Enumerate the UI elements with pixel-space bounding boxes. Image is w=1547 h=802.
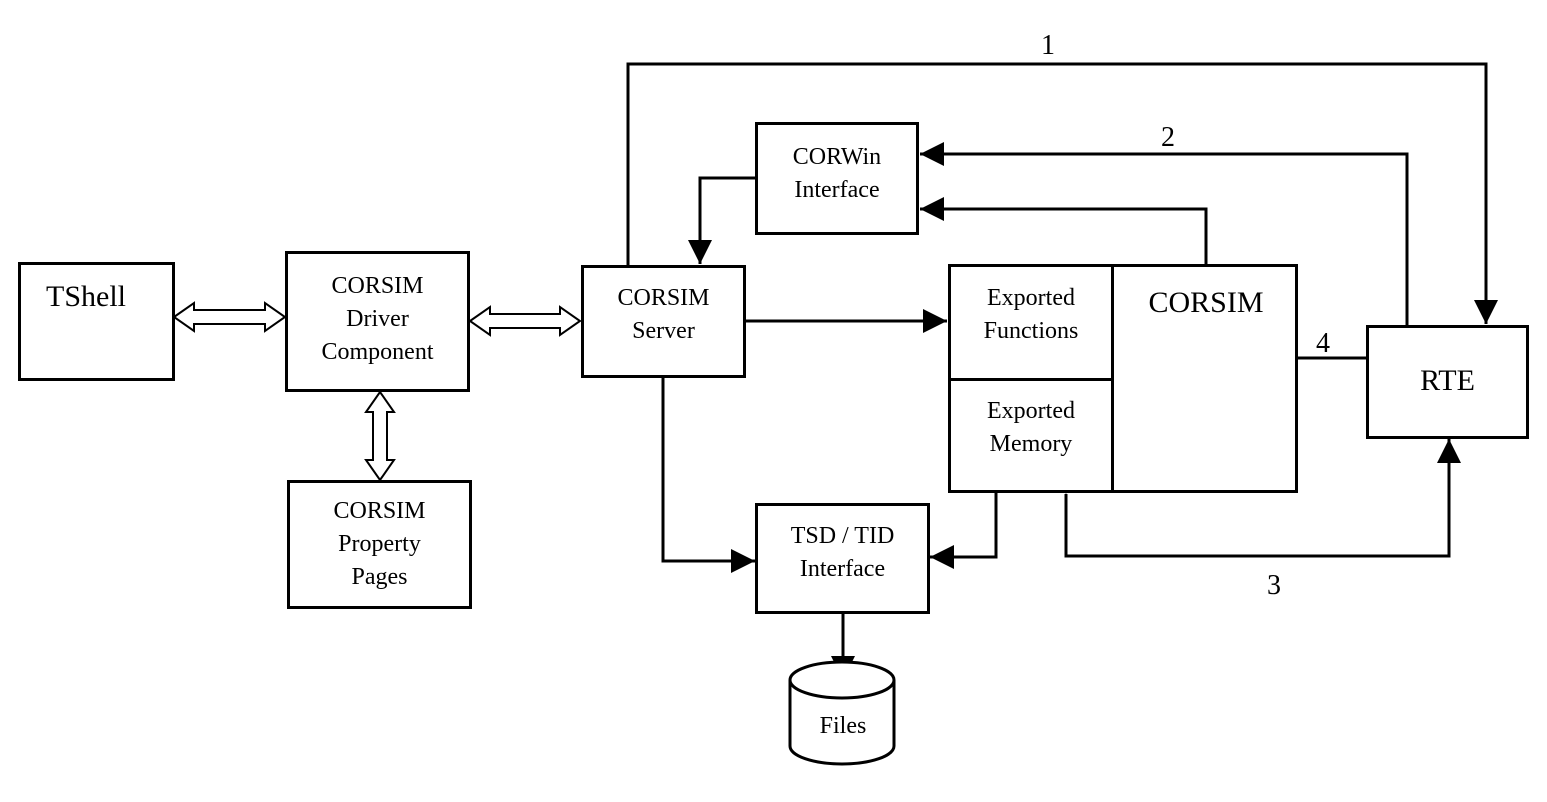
tshell-driver-double-arrow <box>172 301 287 333</box>
files-cylinder-icon <box>788 660 896 766</box>
corwin-interface-box <box>755 122 919 235</box>
rte-label: RTE <box>1420 363 1475 397</box>
rte-box <box>1366 325 1529 439</box>
path-2-rte-to-corwin <box>920 142 1409 326</box>
path-2-label: 2 <box>1161 122 1175 153</box>
exported-memory-box <box>948 378 1114 493</box>
corsim-label: CORSIM <box>1148 285 1264 319</box>
path-3-rte-exported-memory <box>1054 439 1461 558</box>
path-4-label: 4 <box>1316 328 1330 359</box>
path-1-server-to-rte <box>626 62 1498 324</box>
driver-property-pages-double-arrow <box>364 390 396 482</box>
path-1-label: 1 <box>1041 30 1055 61</box>
corsim-server-label: CORSIM Server <box>617 285 710 344</box>
tshell-label: TShell <box>46 280 126 313</box>
exported-functions-label: Exported Functions <box>983 285 1079 344</box>
exported-memory-to-tsd-connector <box>930 492 998 569</box>
corwin-to-server-connector <box>688 176 757 264</box>
corsim-driver-label: CORSIM Driver Component <box>321 273 434 365</box>
corsim-server-box <box>581 265 746 378</box>
driver-server-double-arrow <box>468 305 582 337</box>
files-label: Files <box>819 712 867 739</box>
path-3-label: 3 <box>1267 570 1281 601</box>
corsim-driver-box <box>285 251 470 392</box>
corsim-property-pages-label: CORSIM Property Pages <box>333 498 426 590</box>
server-to-tsd-connector <box>661 378 755 573</box>
corsim-property-pages-box <box>287 480 472 609</box>
tsd-tid-interface-box <box>755 503 930 614</box>
tsd-tid-interface-label: TSD / TID Interface <box>790 523 895 582</box>
corwin-interface-label: CORWin Interface <box>792 143 882 203</box>
exported-memory-label: Exported Memory <box>987 398 1075 457</box>
corsim-to-corwin-connector <box>920 197 1208 265</box>
tshell-box <box>18 262 175 381</box>
